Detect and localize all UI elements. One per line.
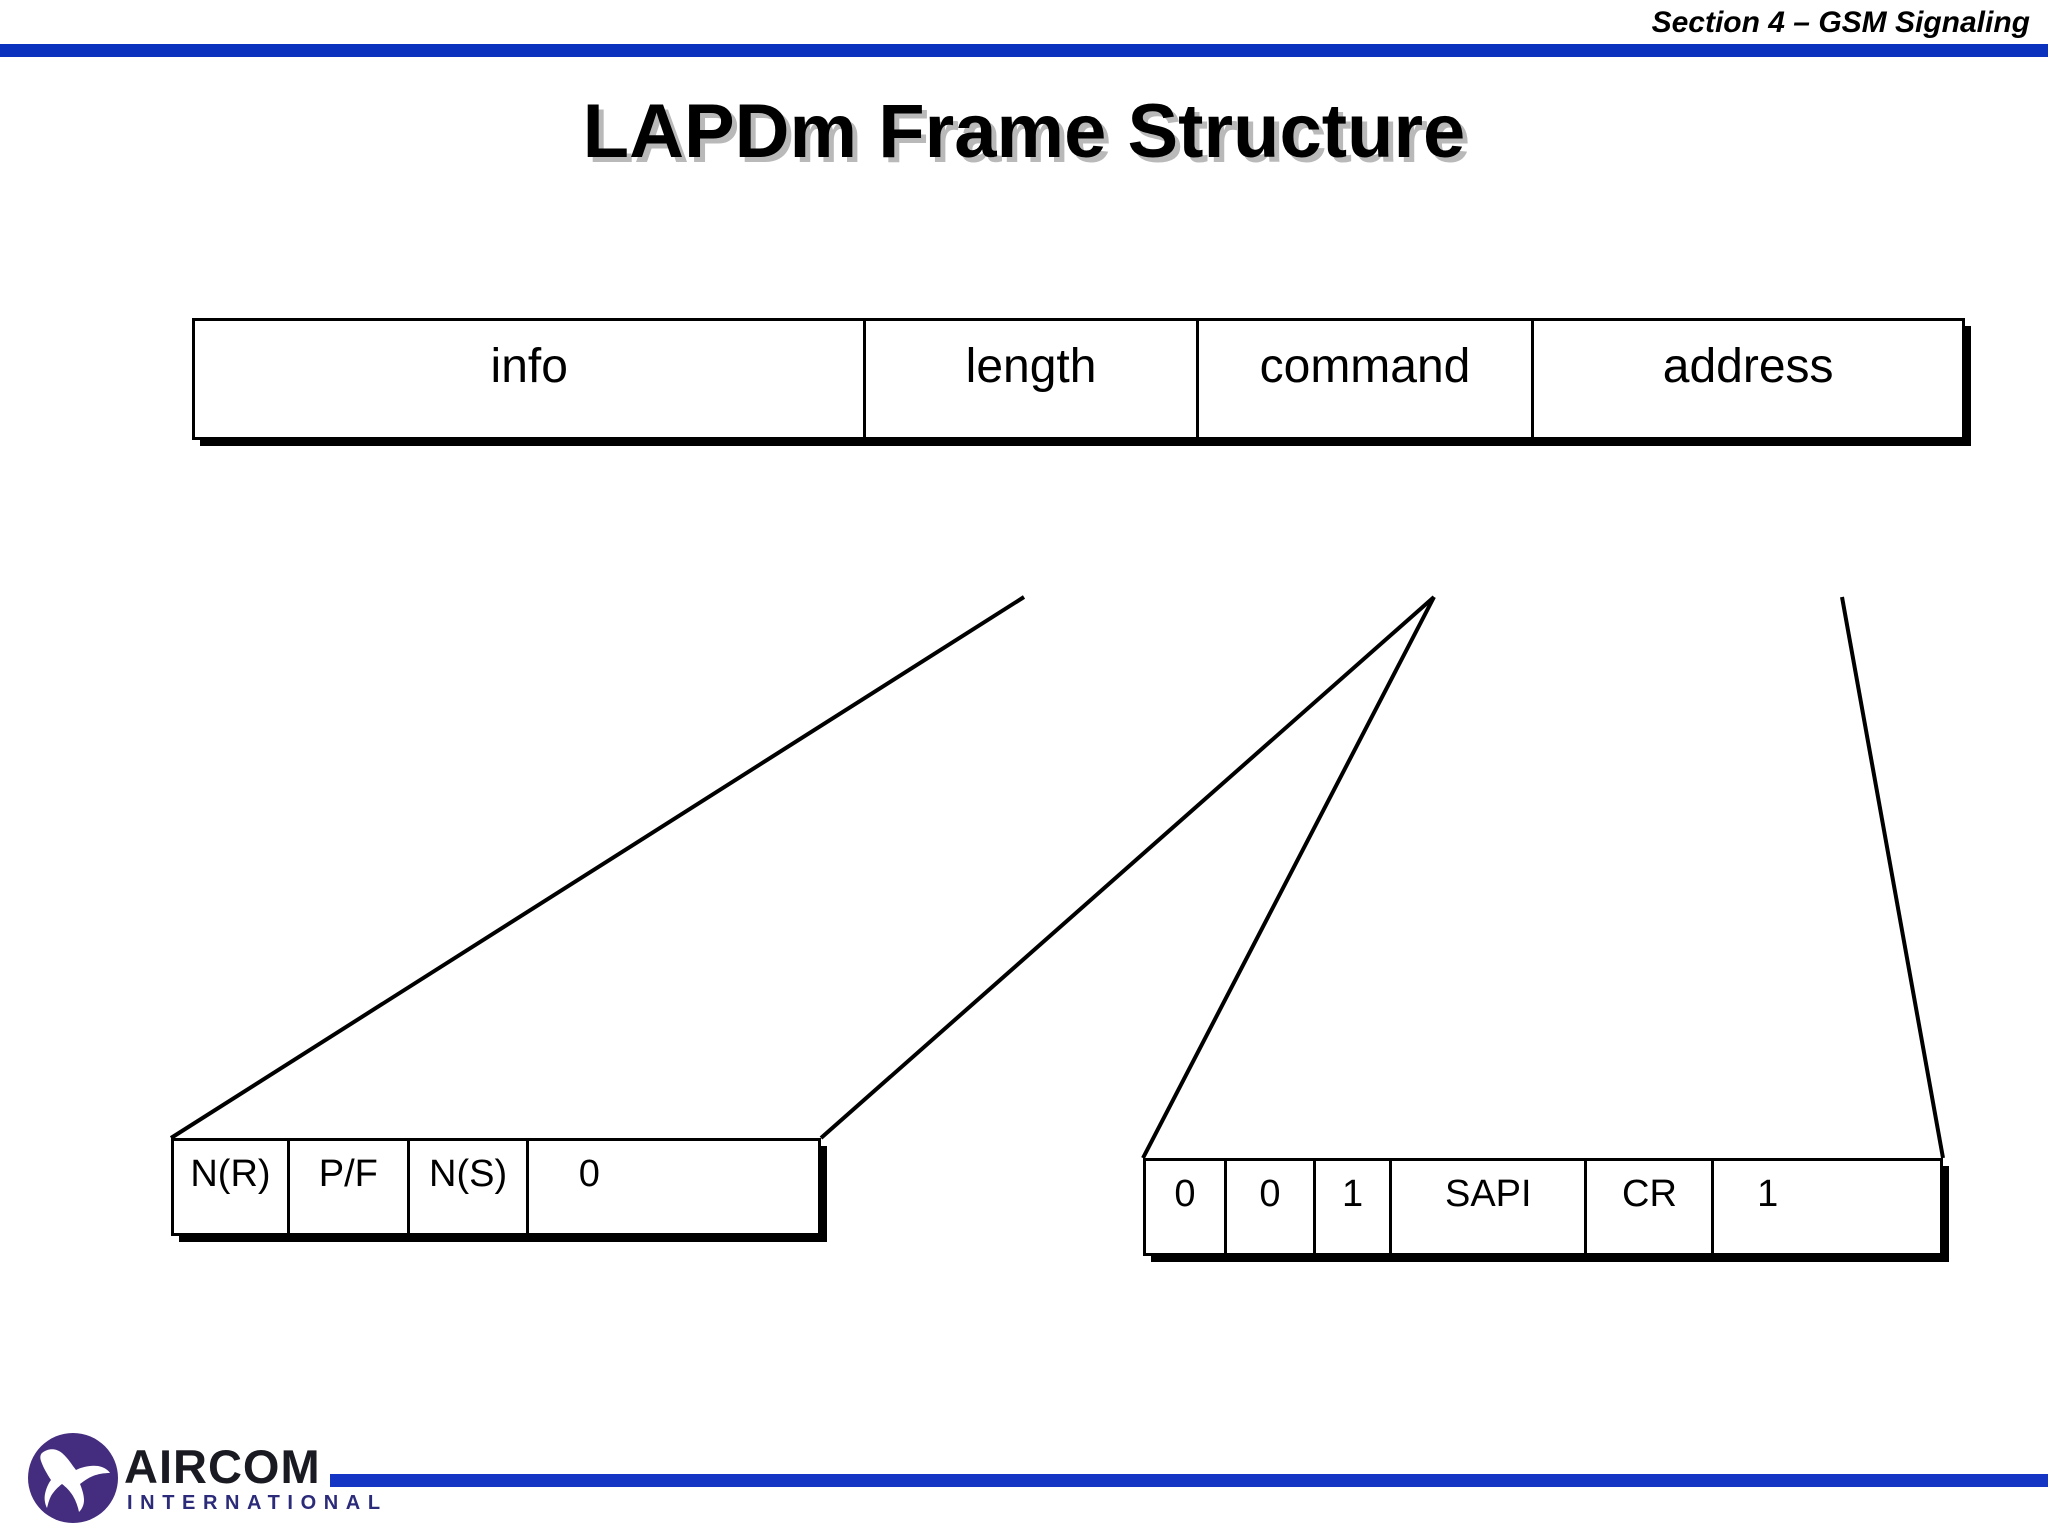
- field-cell: info: [195, 321, 867, 437]
- field-cell-label: address: [1662, 340, 1834, 393]
- field-cell: 1: [1714, 1161, 1821, 1253]
- logo-wordmark: AIRCOM: [124, 1440, 321, 1493]
- header-divider-rule: [0, 44, 2048, 57]
- field-cell-label: 0: [1174, 1173, 1196, 1215]
- field-cell-label: 0: [578, 1153, 600, 1195]
- footer-divider-rule: [330, 1474, 2048, 1487]
- address-field-row: 0 0 1 SAPI CR 1: [1143, 1158, 1943, 1256]
- field-cell: SAPI: [1392, 1161, 1588, 1253]
- field-cell-label: command: [1259, 340, 1471, 393]
- field-cell-label: SAPI: [1444, 1173, 1532, 1215]
- logo-subtext: INTERNATIONAL: [127, 1492, 388, 1514]
- address-to-address-right: [1840, 596, 1945, 1159]
- field-cell-label: N(R): [190, 1153, 271, 1195]
- field-cell: 0: [529, 1141, 650, 1233]
- field-cell: N(S): [409, 1141, 530, 1233]
- field-cell-label: 0: [1259, 1173, 1281, 1215]
- field-cell: command: [1198, 321, 1535, 437]
- field-cell-label: info: [490, 340, 568, 393]
- address-to-address-left: [1141, 596, 1436, 1159]
- field-cell: 1: [1315, 1161, 1393, 1253]
- lapdm-frame-row: info length command address: [192, 318, 1965, 440]
- field-cell-label: 1: [1341, 1173, 1364, 1215]
- field-cell: length: [866, 321, 1199, 437]
- field-cell-label: P/F: [318, 1153, 378, 1195]
- field-cell: 0: [1146, 1161, 1227, 1253]
- field-cell-label: N(S): [429, 1153, 508, 1195]
- control-field-row: N(R) P/F N(S) 0: [171, 1138, 821, 1236]
- section-header-text: Section 4 – GSM Signaling: [1651, 6, 2030, 39]
- field-cell-label: 1: [1757, 1173, 1779, 1215]
- field-cell-label: length: [965, 340, 1097, 393]
- aircom-logo: AIRCOM INTERNATIONAL: [28, 1433, 380, 1529]
- bird-icon: [40, 1449, 110, 1512]
- field-cell-label: CR: [1622, 1173, 1677, 1215]
- field-cell: N(R): [174, 1141, 290, 1233]
- field-cell: 0: [1226, 1161, 1316, 1253]
- page-title: LAPDm Frame Structure: [582, 89, 1466, 174]
- field-cell: address: [1534, 321, 1962, 437]
- command-to-control-left: [169, 595, 1026, 1140]
- command-to-control-right: [819, 595, 1436, 1140]
- field-cell: P/F: [289, 1141, 410, 1233]
- field-cell: CR: [1587, 1161, 1715, 1253]
